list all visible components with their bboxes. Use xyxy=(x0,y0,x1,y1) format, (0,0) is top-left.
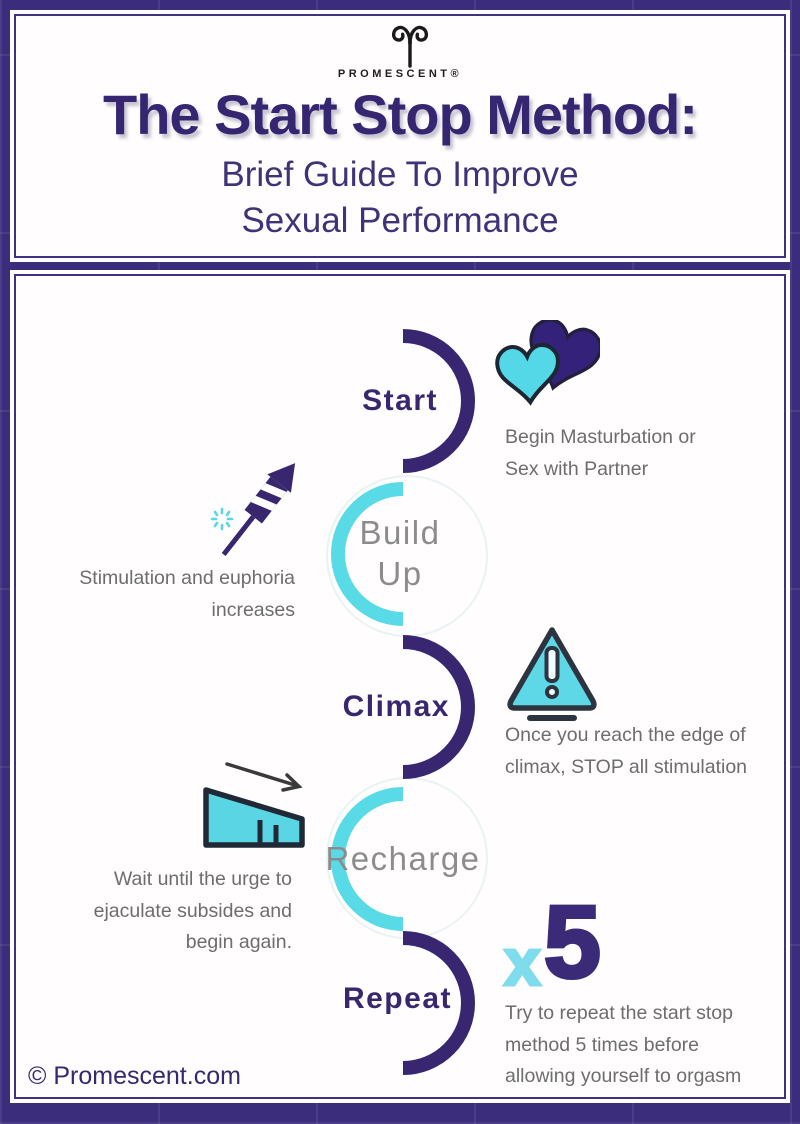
text-line: Stimulation and euphoria xyxy=(79,567,295,589)
text-line: Once you reach the edge of xyxy=(505,724,746,746)
subtitle-line: Sexual Performance xyxy=(241,201,559,240)
x5-icon: x 5 xyxy=(498,883,648,1005)
build-up-description: Stimulation and euphoria increases xyxy=(70,563,295,626)
step-label-climax: Climax xyxy=(342,690,450,723)
text-line: climax, STOP all stimulation xyxy=(505,755,748,778)
text-line: ejaculate subsides and xyxy=(93,899,292,922)
label-line: Up xyxy=(377,555,423,592)
page-title: The Start Stop Method: xyxy=(103,83,698,146)
text-line: allowing yourself to orgasm xyxy=(505,1065,742,1087)
recharge-description: Wait until the urge to ejaculate subside… xyxy=(50,864,292,959)
start-description: Begin Masturbation or Sex with Partner xyxy=(505,422,696,485)
header-panel: PROMESCENT® The Start Stop Method: Brief… xyxy=(10,10,790,262)
brand-name: PROMESCENT® xyxy=(337,68,463,80)
label-line: Build xyxy=(359,514,441,551)
declining-ramp-icon xyxy=(195,757,317,853)
text-line: method 5 times before xyxy=(505,1033,700,1056)
text-line: Wait until the urge to xyxy=(113,868,292,890)
hearts-icon xyxy=(495,318,603,415)
step-label-build-up: Build Up xyxy=(320,512,480,594)
text-line: Begin Masturbation or xyxy=(505,426,696,448)
step-label-recharge: Recharge xyxy=(325,840,481,877)
text-line: Sex with Partner xyxy=(505,457,649,480)
repeat-count: 5 xyxy=(542,883,603,1001)
content-panel: Start Begin Masturbation or Sex with Par… xyxy=(10,270,790,1103)
page-subtitle: Brief Guide To Improve Sexual Performanc… xyxy=(10,152,790,244)
warning-triangle-icon xyxy=(500,620,604,722)
subtitle-line: Brief Guide To Improve xyxy=(221,155,579,194)
text-line: increases xyxy=(211,598,295,621)
multiplier-x: x xyxy=(503,924,543,1001)
text-line: Try to repeat the start stop xyxy=(505,1002,733,1024)
firework-icon xyxy=(205,453,315,573)
copyright-text: © Promescent.com xyxy=(28,1062,241,1090)
step-label-repeat: Repeat xyxy=(342,982,452,1015)
climax-description: Once you reach the edge of climax, STOP … xyxy=(505,720,747,783)
repeat-description: Try to repeat the start stop method 5 ti… xyxy=(505,998,741,1093)
text-line: begin again. xyxy=(185,931,292,953)
step-label-start: Start xyxy=(362,384,438,417)
promescent-logo-icon xyxy=(383,24,437,68)
